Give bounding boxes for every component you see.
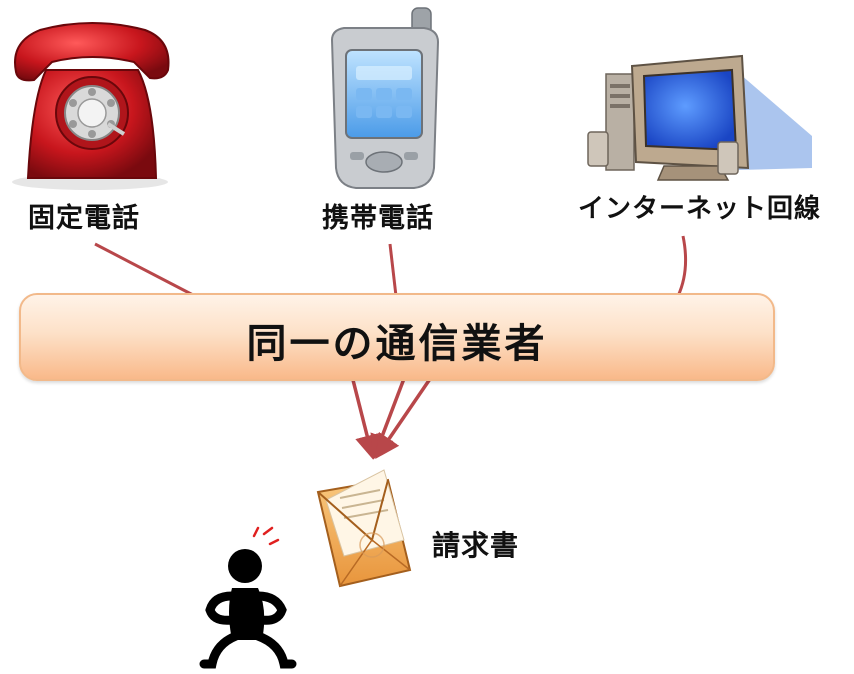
carrier-label: 同一の通信業者 bbox=[246, 321, 548, 367]
person-icon bbox=[199, 526, 297, 669]
label-bill: 請求書 bbox=[432, 529, 520, 562]
line-internet-to-carrier bbox=[676, 235, 688, 297]
arrow-to-bill-1 bbox=[350, 375, 380, 460]
label-internet-line: インターネット回線 bbox=[578, 194, 822, 224]
label-mobile-phone: 携帯電話 bbox=[322, 203, 434, 234]
line-mobile-to-carrier bbox=[388, 243, 398, 297]
arrow-to-bill-2 bbox=[370, 375, 407, 460]
envelope-icon bbox=[316, 469, 412, 588]
rotary-phone-icon bbox=[12, 22, 170, 190]
line-landline-to-carrier bbox=[94, 242, 196, 298]
label-landline: 固定電話 bbox=[28, 203, 140, 234]
mobile-phone-icon bbox=[330, 7, 440, 189]
arrow-to-bill-3 bbox=[375, 375, 434, 460]
desktop-computer-icon bbox=[587, 54, 812, 181]
carrier-box: 同一の通信業者 bbox=[19, 293, 775, 381]
